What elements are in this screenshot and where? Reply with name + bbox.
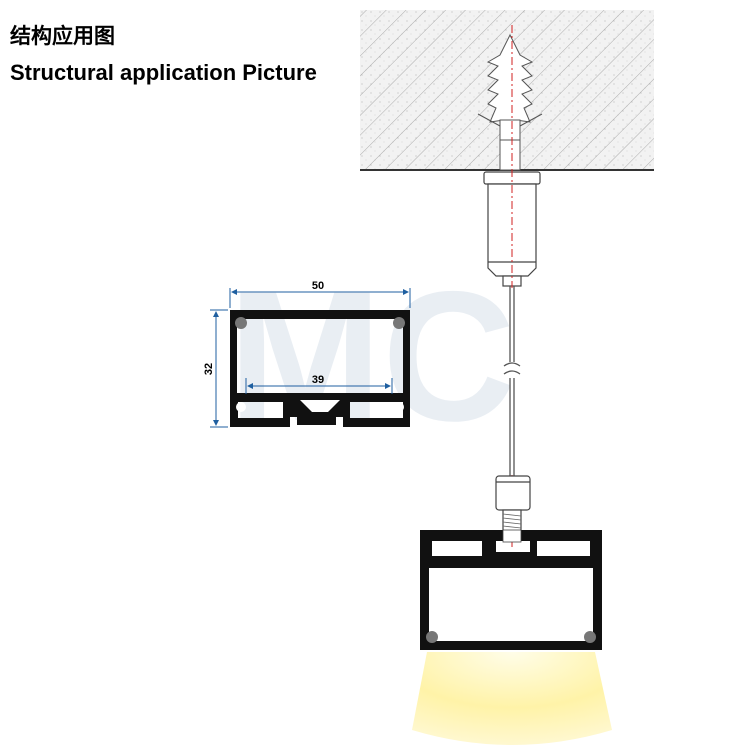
- profile-cross-section-small: [230, 310, 410, 427]
- profile-pendant-large: [420, 529, 602, 650]
- dimension-lines: [210, 288, 411, 428]
- suspension-wire: [503, 286, 521, 478]
- light-beam: [412, 652, 612, 745]
- expansion-anchor: [477, 33, 543, 171]
- watermark-text: MC: [228, 254, 516, 460]
- width-label: 50: [312, 280, 324, 292]
- inner-width-label: 39: [312, 374, 324, 386]
- title-english: Structural application Picture: [10, 60, 317, 85]
- wire-gripper: [495, 475, 531, 533]
- watermark: MC: [228, 254, 516, 460]
- title-chinese: 结构应用图: [10, 24, 115, 48]
- height-label: 32: [203, 363, 215, 375]
